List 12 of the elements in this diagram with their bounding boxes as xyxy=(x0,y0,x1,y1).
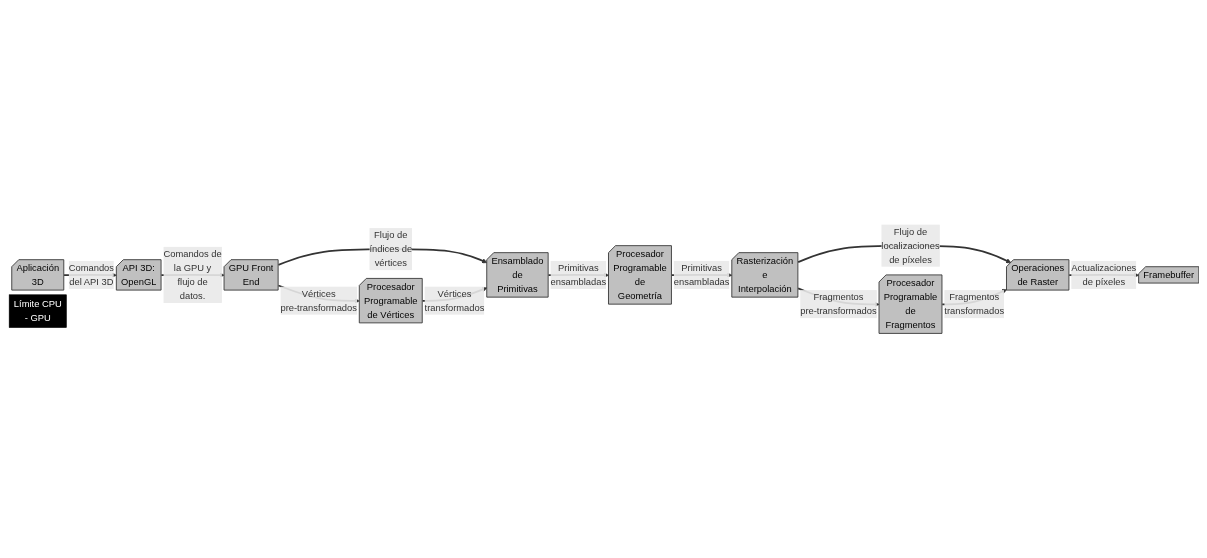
edge-label: Flujo de localizaciones de píxeles xyxy=(880,226,940,265)
edge-label: Flujo de índices de vértices xyxy=(368,229,412,268)
node-box: Límite CPU - GPU xyxy=(8,294,67,328)
edge-label: Comandos de la GPU y flujo de datos. xyxy=(162,248,222,301)
edge-label: Vértices transformados xyxy=(424,288,484,313)
edge-label: Primitivas ensambladas xyxy=(673,262,729,287)
edge-label: Fragmentos pre-transformados xyxy=(799,291,877,316)
edge-label: Primitivas ensambladas xyxy=(549,262,606,287)
edge-label: Comandos del API 3D xyxy=(68,262,114,287)
edge-label: Fragmentos transformados xyxy=(943,291,1004,316)
edge-label: Actualizaciones de píxeles xyxy=(1070,262,1136,287)
edge-label: Vértices pre-transformados xyxy=(279,288,357,313)
